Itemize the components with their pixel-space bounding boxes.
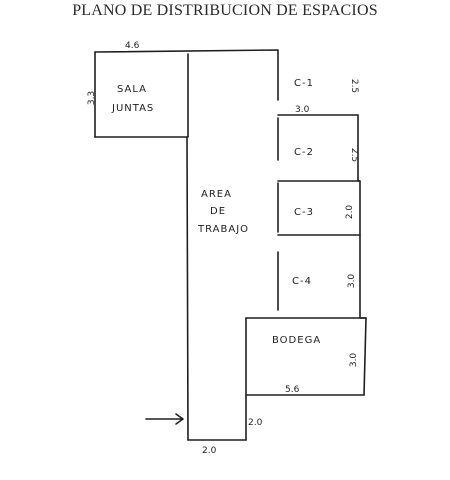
label-c4: C-4 <box>292 276 312 287</box>
dim-c4-height: 3.0 <box>347 274 357 289</box>
label-trabajo: TRABAJO <box>197 224 249 235</box>
label-c2: C-2 <box>294 147 314 158</box>
dim-sala-height: 3.3 <box>87 91 97 105</box>
dim-bodega-width: 5.6 <box>285 385 300 395</box>
dim-c3-height: 2.0 <box>345 205 355 220</box>
label-c3: C-3 <box>294 207 314 218</box>
dim-corridor-width: 2.0 <box>202 446 217 456</box>
dim-c1-width: 3.0 <box>295 105 310 115</box>
dim-top-width: 4.6 <box>125 41 140 51</box>
wall-top <box>94 49 279 101</box>
label-area: AREA <box>201 189 232 200</box>
label-bodega: BODEGA <box>272 335 321 346</box>
label-sala: SALA <box>117 84 147 95</box>
dim-corridor-height: 2.0 <box>248 418 263 428</box>
label-c1: C-1 <box>294 78 314 89</box>
entrance-arrow-icon <box>145 413 184 425</box>
wall-corridor-left <box>186 136 189 441</box>
label-de: DE <box>210 206 226 217</box>
dim-c2-height: 2.5 <box>349 148 359 162</box>
wall-right <box>357 114 367 396</box>
dim-bodega-height: 3.0 <box>349 353 359 368</box>
plan-title: PLANO DE DISTRIBUCION DE ESPACIOS <box>72 2 378 19</box>
dim-c1-height: 2.5 <box>349 79 359 93</box>
label-juntas: JUNTAS <box>111 103 154 114</box>
